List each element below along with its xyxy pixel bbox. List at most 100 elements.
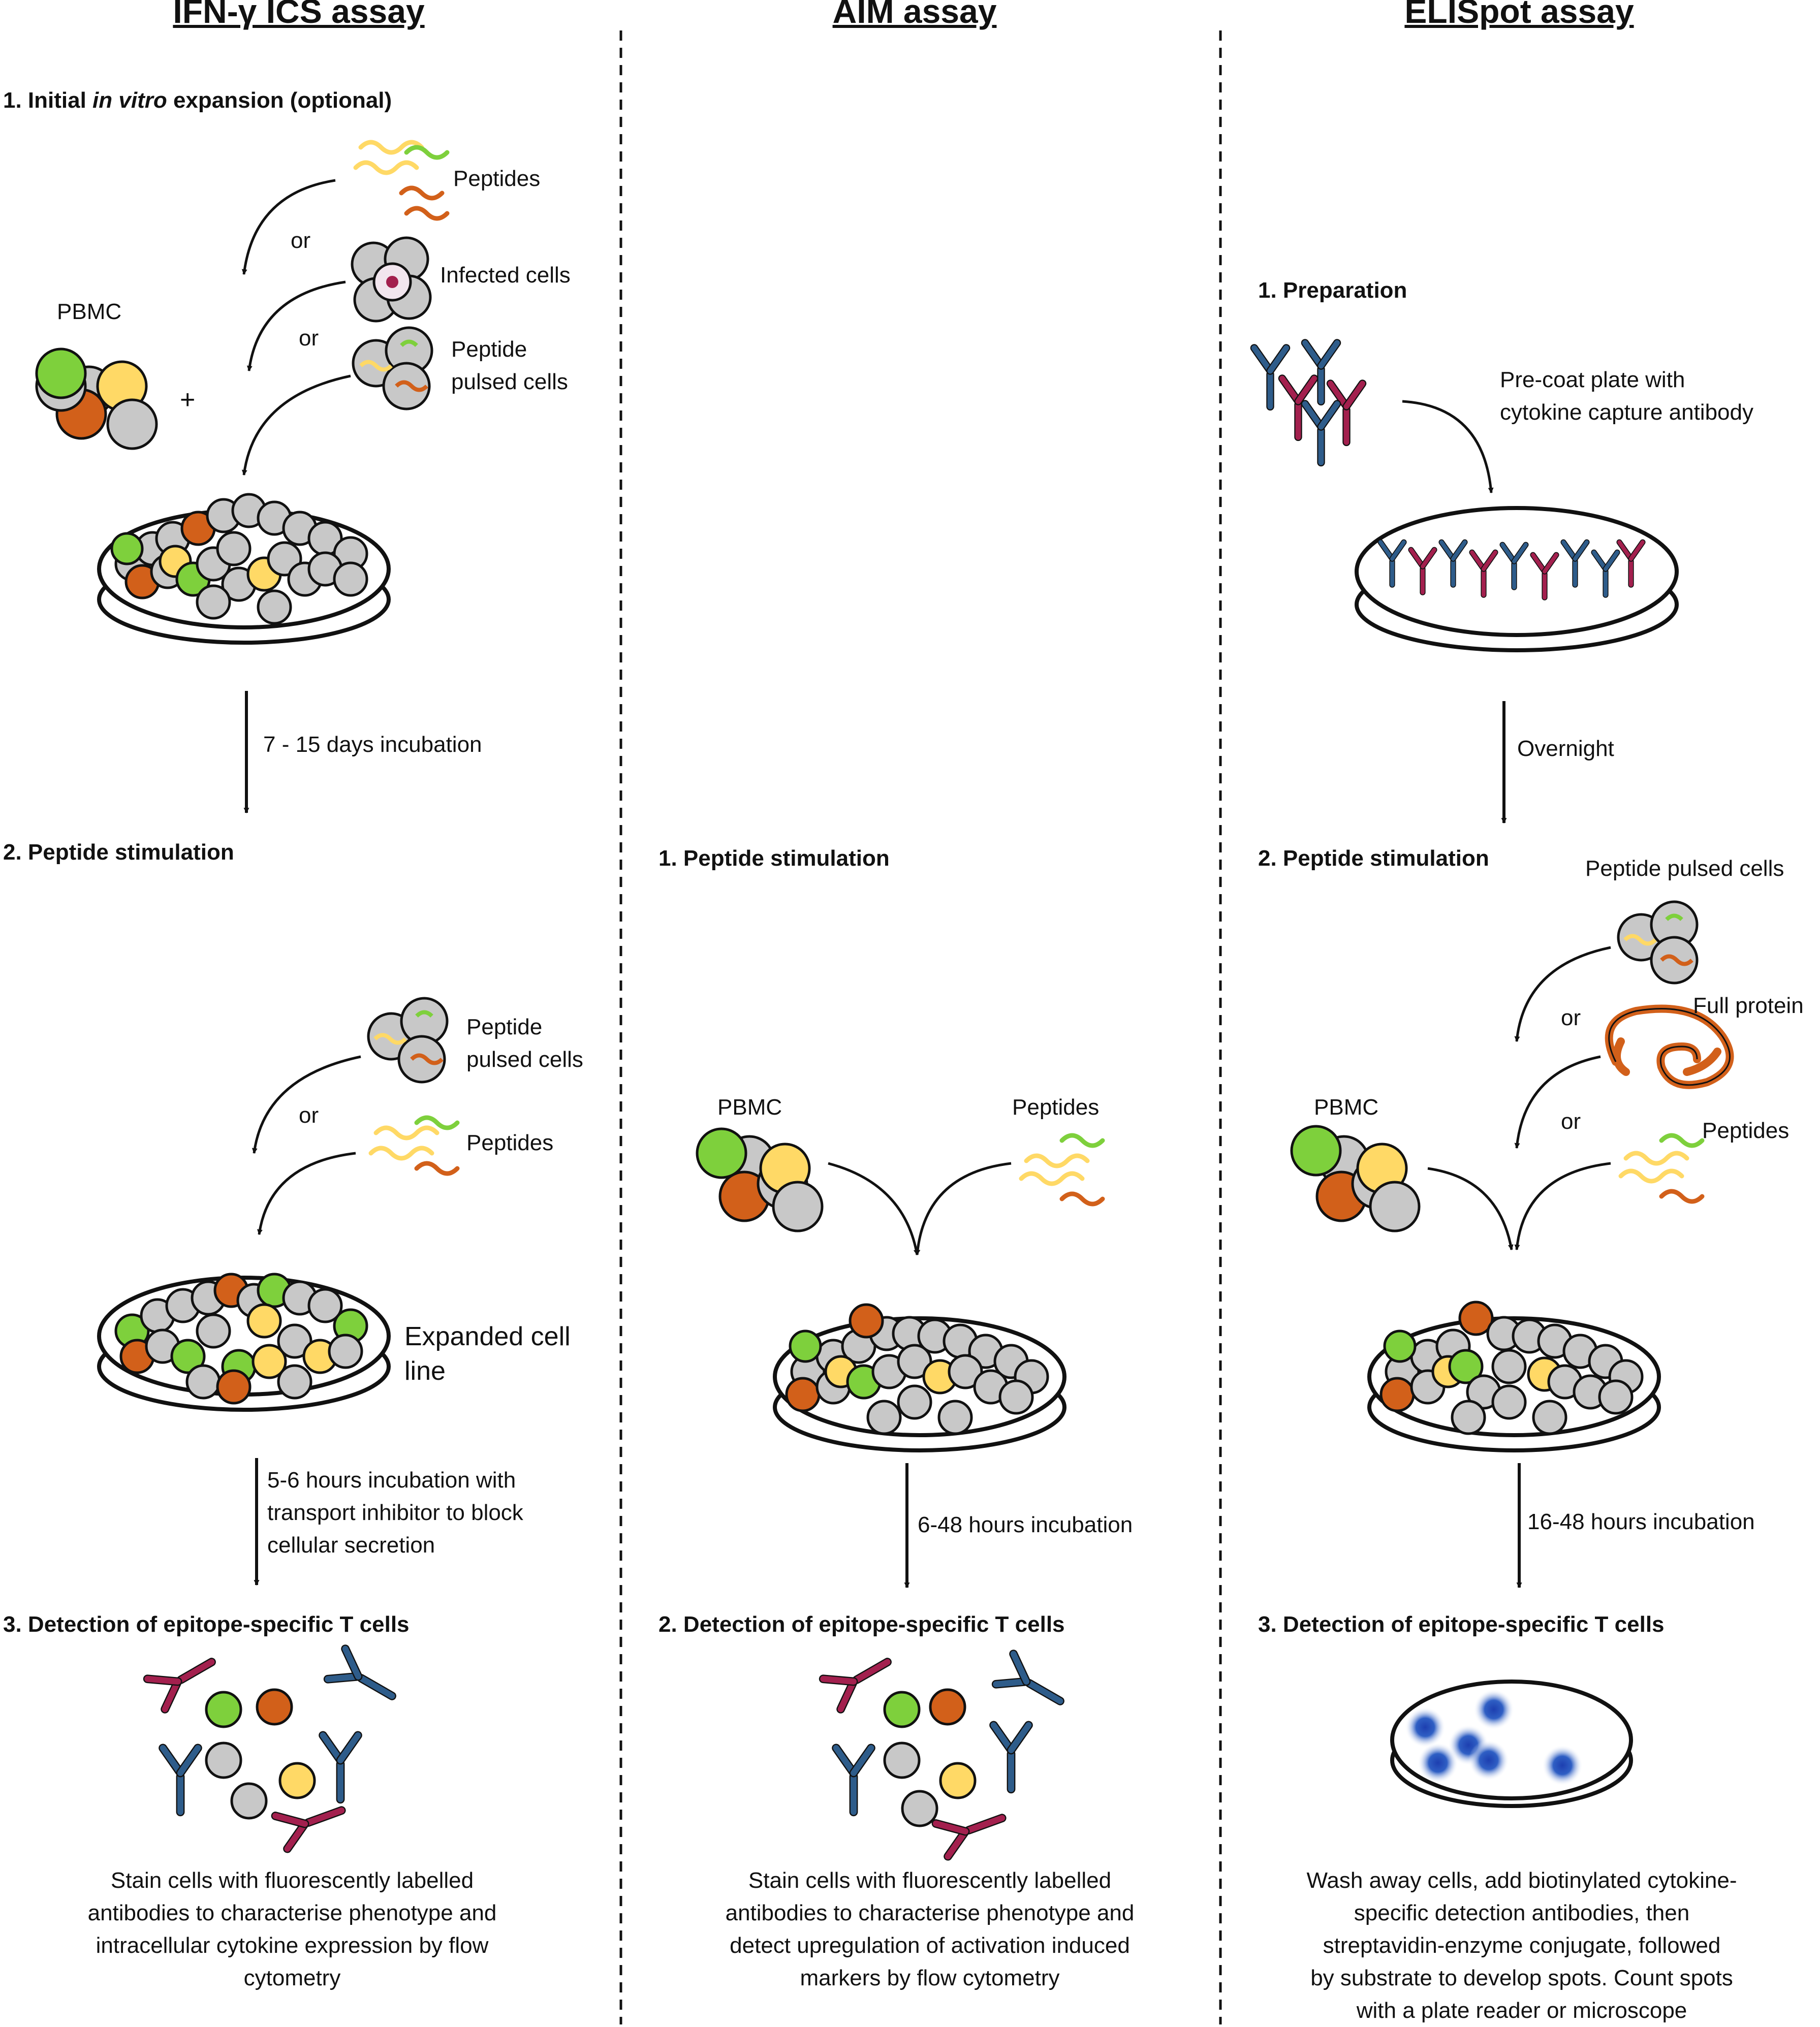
ics-s2-pulsed-label-1: Peptide [466, 1015, 543, 1039]
elispot-peptides-label: Peptides [1702, 1118, 1790, 1143]
full-protein-icon [1605, 1004, 1734, 1089]
ics-detection-antibodies [140, 1640, 407, 1856]
ics-pulsed-label-2: pulsed cells [451, 369, 568, 394]
elispot-arrow-pbmc [1427, 1167, 1514, 1251]
full-protein-outline [1608, 1008, 1731, 1086]
aim-detection-cells [883, 1688, 977, 1827]
elispot-culture-dish [1367, 1301, 1661, 1452]
ics-or-1: or [291, 228, 311, 253]
infected-cells-icon [351, 236, 432, 323]
ics-header: IFN-γ ICS assay [173, 0, 425, 30]
ics-step1-title: 1. Initial in vitro expansion (optional) [3, 87, 392, 114]
elispot-step3-title: 3. Detection of epitope-specific T cells [1258, 1612, 1665, 1637]
culture-dish-2 [97, 1273, 391, 1412]
ics-s2-pulsed-label-2: pulsed cells [466, 1047, 583, 1072]
elispot-step2-title: 2. Peptide stimulation [1258, 846, 1489, 871]
ics-pulsed-label-1: Peptide [451, 337, 527, 362]
aim-desc-line-1: Stain cells with fluorescently labelled [748, 1868, 1112, 1893]
ics-or-2: or [299, 326, 319, 351]
ics-desc-line-1: Stain cells with fluorescently labelled [110, 1868, 474, 1893]
arrow-s2-peptides [257, 1152, 356, 1236]
ics-expanded-label-1: Expanded cell [404, 1322, 571, 1351]
ics-desc-line-3: intracellular cytokine expression by flo… [96, 1933, 489, 1958]
aim-peptides-label: Peptides [1012, 1095, 1100, 1120]
elispot-pulsed-cells-label: Peptide pulsed cells [1585, 856, 1784, 881]
elispot-or-2: or [1561, 1109, 1581, 1134]
ics-incubation-2-line-2: transport inhibitor to block [267, 1500, 523, 1525]
elispot-coated-dish [1355, 506, 1679, 652]
elispot-or-1: or [1561, 1005, 1581, 1030]
ics-detection-cells [205, 1688, 316, 1820]
aim-detection-antibodies [815, 1640, 1076, 1864]
elispot-peptides-icon [1618, 1133, 1705, 1204]
elispot-precoat-line-2: cytokine capture antibody [1500, 400, 1753, 425]
elispot-spot [1418, 1743, 1458, 1783]
ics-step2-title: 2. Peptide stimulation [3, 840, 234, 865]
elispot-arrow-pulsed [1514, 946, 1611, 1042]
aim-incubation-label: 6-48 hours incubation [918, 1512, 1133, 1537]
ics-step1-emphasis: in vitro [92, 88, 167, 113]
arrow-peptides [241, 179, 336, 275]
ics-step3-title: 3. Detection of epitope-specific T cells [3, 1612, 410, 1637]
elispot-arrow-peptides [1514, 1162, 1611, 1251]
ics-incubation-2-line-3: cellular secretion [267, 1533, 435, 1558]
elispot-spot-dish [1390, 1680, 1633, 1808]
elispot-header: ELISpot assay [1404, 0, 1634, 30]
aim-culture-dish [773, 1303, 1066, 1452]
aim-peptides-icon [1019, 1133, 1105, 1207]
elispot-step1-title: 1. Preparation [1258, 278, 1407, 303]
elispot-full-protein-label: Full protein [1693, 993, 1804, 1018]
aim-header: AIM assay [832, 0, 997, 30]
ics-desc-line-4: cytometry [243, 1966, 341, 1990]
ics-infected-cells-label: Infected cells [440, 263, 571, 288]
elispot-desc-line-2: specific detection antibodies, then [1354, 1901, 1690, 1925]
elispot-spot [1473, 1689, 1514, 1730]
elispot-desc-line-5: with a plate reader or microscope [1356, 1998, 1687, 2023]
aim-step2-title: 2. Detection of epitope-specific T cells [658, 1612, 1065, 1637]
ics-pbmc-label: PBMC [57, 299, 122, 324]
aim-desc-line-3: detect upregulation of activation induce… [730, 1933, 1130, 1958]
aim-desc-line-4: markers by flow cytometry [800, 1966, 1060, 1990]
aim-desc-line-2: antibodies to characterise phenotype and [725, 1901, 1135, 1925]
aim-arrow-peptides [915, 1162, 1012, 1256]
ics-peptides-label: Peptides [453, 166, 541, 191]
aim-pbmc-label: PBMC [717, 1095, 782, 1120]
s2-peptides-icon [368, 1115, 460, 1176]
arrow-s2-pulsed [252, 1055, 361, 1154]
peptides-icon [353, 140, 450, 221]
aim-pbmc-cluster [696, 1127, 824, 1232]
elispot-spot [1405, 1707, 1446, 1748]
elispot-precoat-line-1: Pre-coat plate with [1500, 367, 1685, 392]
s2-peptide-pulsed-cells-icon [367, 997, 449, 1084]
ics-s2-or: or [299, 1103, 319, 1128]
aim-arrow-pbmc [828, 1162, 919, 1256]
ics-expanded-label-2: line [404, 1356, 446, 1386]
elispot-desc-line-4: by substrate to develop spots. Count spo… [1310, 1966, 1733, 1990]
elispot-spot [1468, 1740, 1509, 1781]
capture-antibodies-icon [1249, 337, 1368, 467]
elispot-pbmc-cluster [1290, 1125, 1421, 1232]
arrow-pulsed [241, 374, 351, 476]
ics-s2-peptides-label: Peptides [466, 1130, 554, 1155]
arrow-infected [246, 280, 346, 372]
elispot-pbmc-label: PBMC [1314, 1095, 1379, 1120]
elispot-desc-line-1: Wash away cells, add biotinylated cytoki… [1306, 1868, 1737, 1893]
pbmc-cluster [35, 347, 158, 450]
elispot-spot [1542, 1745, 1583, 1786]
ics-step1-number: 1. Initial [3, 88, 93, 113]
elispot-incubation-label: 16-48 hours incubation [1527, 1509, 1755, 1534]
peptide-pulsed-cells-icon [352, 326, 433, 410]
ics-incubation-2-line-1: 5-6 hours incubation with [267, 1468, 516, 1493]
ics-incubation-1: 7 - 15 days incubation [263, 732, 482, 757]
ics-step1-rest: expansion (optional) [167, 88, 392, 113]
ics-desc-line-2: antibodies to characterise phenotype and [87, 1901, 497, 1925]
culture-dish-1 [97, 493, 391, 645]
ics-plus-sign: + [180, 385, 196, 415]
elispot-arrow-protein [1514, 1055, 1601, 1149]
elispot-arrow-precoat [1402, 400, 1494, 494]
aim-step1-title: 1. Peptide stimulation [658, 846, 890, 871]
elispot-desc-line-3: streptavidin-enzyme conjugate, followed [1323, 1933, 1721, 1958]
elispot-overnight-label: Overnight [1517, 736, 1614, 761]
elispot-peptide-pulsed-cells-icon [1617, 900, 1699, 985]
